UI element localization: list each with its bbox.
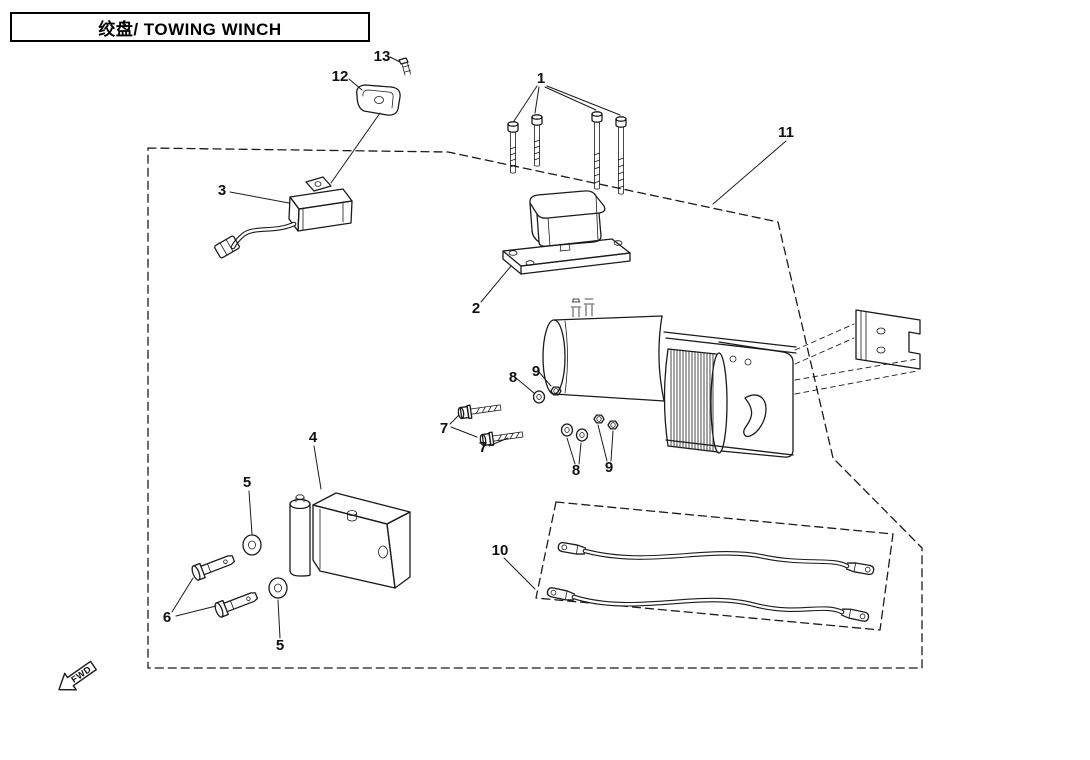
part-8-washers: [532, 390, 589, 442]
callout-6: 6: [163, 609, 171, 626]
part-10-cables: [546, 541, 876, 623]
callout-8-bottom: 8: [572, 462, 580, 479]
part-5-washers: [242, 534, 288, 599]
callout-1: 1: [537, 70, 545, 87]
callout-5-top: 5: [243, 474, 251, 491]
part-1-bolts: [507, 111, 627, 195]
part-6-pins: [189, 551, 260, 619]
callout-3: 3: [218, 182, 226, 199]
fwd-label: FWD: [69, 664, 93, 685]
leader-lines: [171, 56, 787, 639]
callout-13: 13: [374, 48, 391, 65]
callout-12: 12: [332, 68, 349, 85]
callout-10: 10: [492, 542, 509, 559]
part-4-fairlead: [289, 492, 411, 589]
callouts: 13 12 1 11 3 2 8 9 7 7 8 9 4 5 6 5 10: [163, 48, 794, 654]
callout-7-a: 7: [440, 420, 448, 437]
callout-4: 4: [309, 429, 318, 446]
part-9-nuts: [550, 386, 619, 430]
diagram-boundary: [147, 147, 923, 669]
callout-5-bottom: 5: [276, 637, 284, 654]
callout-7-b: 7: [479, 439, 487, 456]
part-13-screw: [398, 57, 411, 76]
part-12-bracket: [356, 84, 401, 116]
mounting-channel: [794, 309, 921, 395]
fwd-arrow: FWD: [58, 660, 97, 691]
part-2-solenoid: [502, 190, 631, 275]
page-title: 绞盘/ TOWING WINCH: [98, 19, 282, 39]
part-3-switch: [214, 176, 353, 259]
part-11-winch: [542, 298, 797, 458]
callout-9-bottom: 9: [605, 459, 613, 476]
callout-2: 2: [472, 300, 480, 317]
title-box: 绞盘/ TOWING WINCH: [10, 12, 370, 42]
callout-11: 11: [778, 124, 794, 141]
callout-8-top: 8: [509, 369, 517, 386]
part-7-bolts: [456, 400, 525, 448]
callout-9-top: 9: [532, 363, 540, 380]
